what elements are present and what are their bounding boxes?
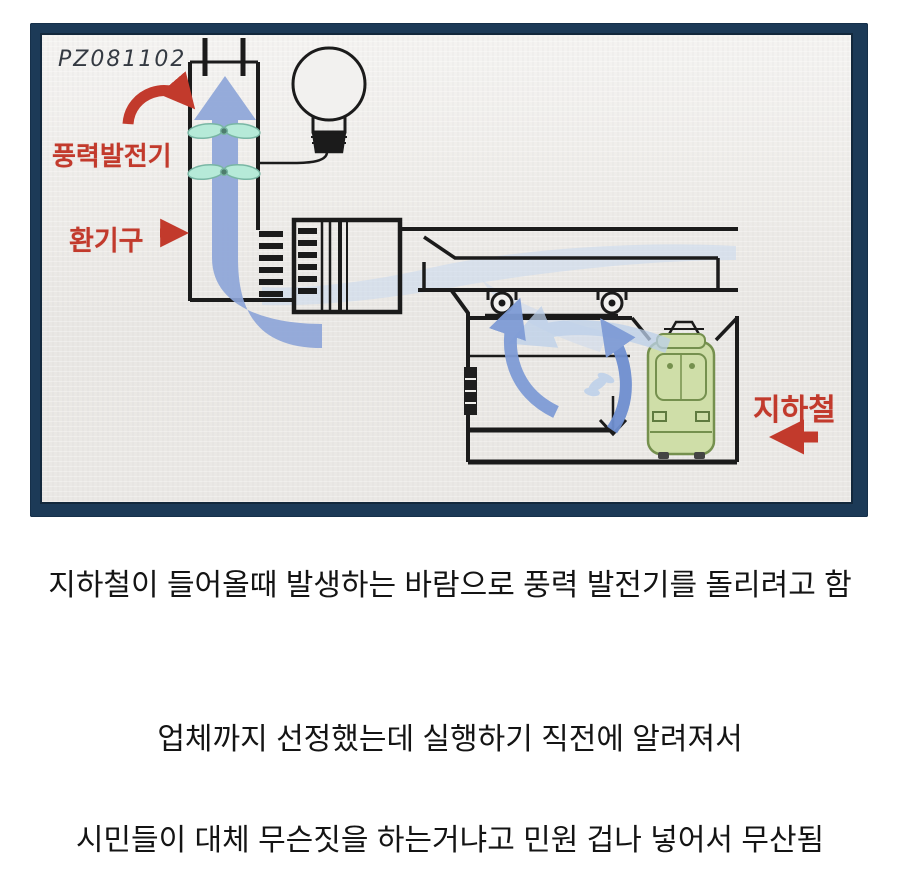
tunnel-airflow-arrows: [489, 297, 671, 434]
train-icon: [646, 333, 716, 459]
louver-bars-inner: [298, 228, 317, 294]
caption-line-2: 업체까지 선정했는데 실행하기 직전에 알려져서: [157, 723, 743, 756]
light-bulb-icon: [260, 46, 367, 165]
wind-generator-label: 풍력발전기: [52, 141, 172, 171]
station-ceiling: [398, 227, 738, 317]
damper-wheels: [486, 290, 628, 315]
caption-line-3: 시민들이 대체 무슨짓을 하는거냐고 민원 겁나 넣어서 무산됨: [75, 824, 825, 857]
diagram-code-label: PZ081102: [58, 47, 187, 72]
diagram-frame: PZ081102 풍력발전기 환기구 지하철: [30, 23, 868, 517]
bulb-wire: [260, 151, 329, 165]
louver-box: [259, 217, 403, 315]
caption-line-1: 지하철이 들어올때 발생하는 바람으로 풍력 발전기를 돌리려고 함: [48, 569, 852, 602]
red-curve-arrow-icon: [122, 71, 196, 125]
wind-turbine-rotor-icon: [187, 122, 261, 181]
subway-label: 지하철: [753, 394, 836, 427]
anemometer-icon: [584, 372, 615, 397]
louver-bars-outer: [259, 231, 283, 297]
vent-label: 환기구: [69, 226, 144, 256]
airflow-up-arrow: [194, 76, 322, 348]
diagram-svg: [122, 38, 818, 465]
